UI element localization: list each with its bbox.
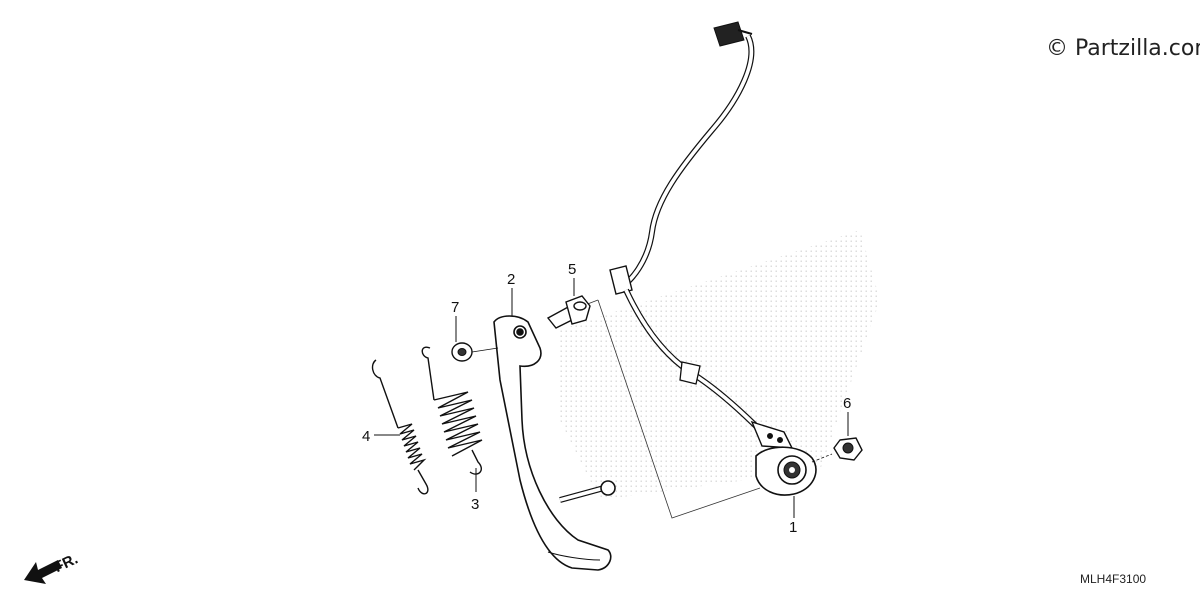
- diagram-code: MLH4F3100: [1080, 572, 1147, 586]
- side-stand-switch: [609, 21, 833, 496]
- leader-lines: [374, 278, 849, 518]
- background-logo-watermark: [560, 230, 880, 500]
- side-stand: [493, 315, 616, 571]
- washer-part-7: [451, 342, 499, 362]
- callout-1: 1: [789, 519, 797, 536]
- callout-6: 6: [843, 395, 851, 412]
- front-direction-label: FR.: [51, 550, 80, 576]
- callout-2: 2: [507, 271, 515, 288]
- partzilla-watermark: © Partzilla.com: [1046, 36, 1200, 61]
- front-direction-arrow-icon: [24, 560, 62, 584]
- callout-5: 5: [568, 261, 576, 278]
- bolt-part-6: [833, 437, 863, 461]
- spring-part-4: [371, 359, 429, 495]
- spring-part-3: [421, 346, 483, 475]
- pivot-bolt-part-5: [546, 295, 591, 329]
- assembly-outline: [597, 299, 761, 519]
- callout-4: 4: [362, 428, 370, 445]
- callout-3: 3: [471, 496, 479, 513]
- callout-7: 7: [451, 299, 459, 316]
